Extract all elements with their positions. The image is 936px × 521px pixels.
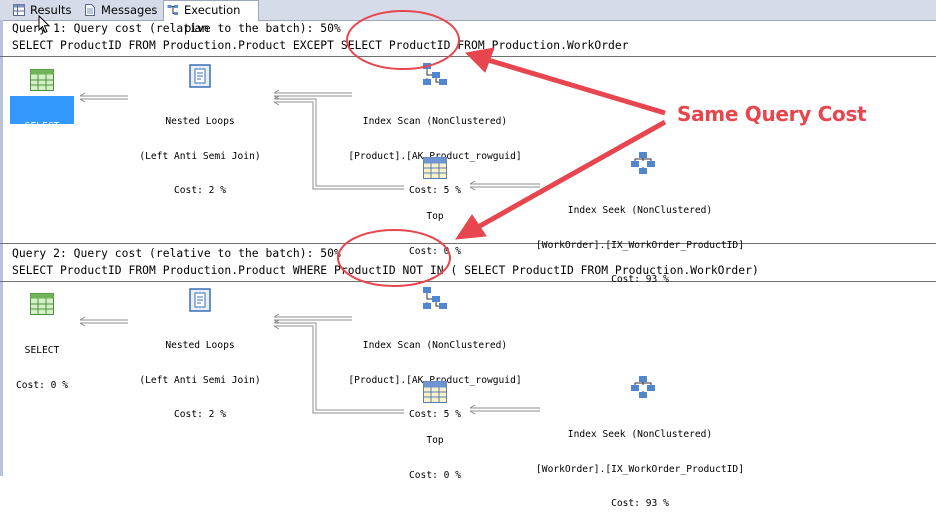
query1-sql: SELECT ProductID FROM Production.Product… bbox=[12, 39, 629, 52]
query1-header: Query 1: Query cost (relative to the bat… bbox=[12, 22, 341, 35]
index-scan-icon bbox=[423, 287, 447, 309]
query2-top-divider bbox=[0, 243, 936, 244]
select-result-icon bbox=[30, 69, 54, 91]
nested-loops-icon bbox=[189, 288, 211, 312]
plan-icon bbox=[167, 5, 178, 15]
tab-messages[interactable]: Messages bbox=[81, 1, 158, 19]
top-node[interactable]: Top Cost: 0 % bbox=[390, 188, 480, 269]
plan-connectors bbox=[79, 89, 540, 415]
index-scan-node[interactable]: Index Scan (NonClustered) [Product].[AK_… bbox=[320, 93, 550, 208]
select-node-label: SELECT bbox=[24, 121, 60, 132]
top-cost: Cost: 0 % bbox=[409, 469, 461, 481]
nested-loops-node[interactable]: Nested Loops (Left Anti Semi Join) Cost:… bbox=[112, 317, 288, 432]
select-node-cost: Cost: 0 % bbox=[16, 379, 68, 391]
query1-divider bbox=[0, 56, 936, 57]
nested-loops-label: Nested Loops bbox=[165, 116, 235, 127]
tab-results[interactable]: Results bbox=[10, 1, 76, 19]
top-icon bbox=[423, 381, 447, 403]
arrowhead-query1 bbox=[464, 47, 495, 73]
result-tabs: Results Messages Execution plan bbox=[0, 0, 936, 35]
same-query-cost-callout: Same Query Cost bbox=[677, 102, 867, 126]
nested-loops-detail: (Left Anti Semi Join) bbox=[139, 374, 261, 386]
nested-loops-node[interactable]: Nested Loops (Left Anti Semi Join) Cost:… bbox=[112, 93, 288, 208]
index-seek-icon bbox=[631, 152, 655, 174]
index-seek-cost: Cost: 93 % bbox=[611, 274, 669, 285]
select-node-highlight bbox=[10, 96, 74, 124]
index-seek-label: Index Seek (NonClustered) bbox=[567, 205, 713, 216]
nested-loops-cost: Cost: 2 % bbox=[174, 409, 226, 420]
index-scan-node[interactable]: Index Scan (NonClustered) [Product].[AK_… bbox=[320, 317, 550, 432]
index-seek-cost: Cost: 93 % bbox=[611, 498, 669, 509]
highlight-circle-query1 bbox=[346, 10, 460, 70]
index-scan-cost: Cost: 5 % bbox=[409, 409, 461, 420]
top-node[interactable]: Top Cost: 0 % bbox=[390, 412, 480, 493]
index-seek-label: Index Seek (NonClustered) bbox=[567, 429, 713, 440]
arrow-to-query1 bbox=[487, 57, 666, 116]
index-seek-node[interactable]: Index Seek (NonClustered) [WorkOrder].[I… bbox=[510, 182, 770, 297]
query2-header: Query 2: Query cost (relative to the bat… bbox=[12, 247, 341, 260]
index-scan-cost: Cost: 5 % bbox=[409, 185, 461, 196]
nested-loops-label: Nested Loops bbox=[165, 340, 235, 351]
query2-divider bbox=[0, 281, 936, 282]
highlight-circle-query2 bbox=[337, 229, 451, 287]
query2-sql: SELECT ProductID FROM Production.Product… bbox=[12, 264, 759, 277]
tab-execution-plan[interactable]: Execution plan bbox=[163, 0, 259, 35]
select-node-cost: Cost: 0 % bbox=[16, 155, 68, 167]
tab-messages-label: Messages bbox=[101, 3, 158, 17]
select-node-label: SELECT bbox=[24, 345, 60, 356]
top-label: Top bbox=[426, 435, 444, 446]
nested-loops-icon bbox=[189, 64, 211, 88]
arrowhead-query2 bbox=[454, 214, 487, 240]
mouse-pointer-icon bbox=[38, 15, 51, 34]
annotation-overlay bbox=[337, 10, 667, 287]
tab-execution-plan-label: Execution plan bbox=[184, 3, 241, 35]
index-seek-detail: [WorkOrder].[IX_WorkOrder_ProductID] bbox=[536, 463, 744, 475]
select-node[interactable]: SELECT Cost: 0 % bbox=[10, 98, 74, 179]
nested-loops-detail: (Left Anti Semi Join) bbox=[139, 150, 261, 162]
select-node[interactable]: SELECT Cost: 0 % bbox=[10, 322, 74, 403]
index-seek-detail: [WorkOrder].[IX_WorkOrder_ProductID] bbox=[536, 239, 744, 251]
grid-icon bbox=[13, 4, 25, 16]
index-scan-detail: [Product].[AK_Product_rowguid] bbox=[348, 150, 522, 162]
index-scan-label: Index Scan (NonClustered) bbox=[362, 116, 508, 127]
tab-results-label: Results bbox=[30, 3, 72, 17]
top-cost: Cost: 0 % bbox=[409, 245, 461, 257]
top-icon bbox=[423, 157, 447, 179]
arrow-to-query2 bbox=[476, 119, 667, 230]
top-label: Top bbox=[426, 211, 444, 222]
index-scan-detail: [Product].[AK_Product_rowguid] bbox=[348, 374, 522, 386]
select-result-icon bbox=[30, 293, 54, 315]
nested-loops-cost: Cost: 2 % bbox=[174, 185, 226, 196]
document-icon bbox=[85, 4, 95, 16]
left-border bbox=[0, 20, 3, 476]
index-scan-label: Index Scan (NonClustered) bbox=[362, 340, 508, 351]
index-seek-icon bbox=[631, 376, 655, 398]
